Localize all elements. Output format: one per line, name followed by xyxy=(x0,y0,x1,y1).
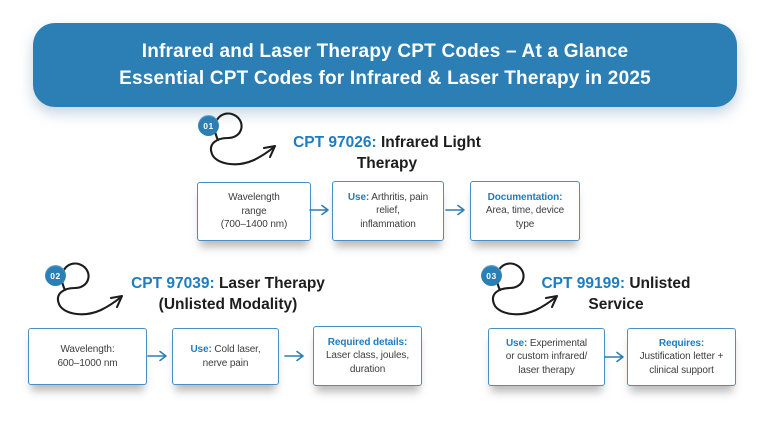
box-line: nerve pain xyxy=(202,357,249,369)
box-label: Use: xyxy=(347,191,370,203)
box-label: Documentation: xyxy=(487,191,563,203)
info-box-use-experimental: Use: Experimental or custom infrared/ la… xyxy=(488,328,605,386)
box-line: Use: Arthritis, pain xyxy=(348,191,428,205)
doodle-arrow-icon xyxy=(56,262,124,316)
box-label: Use: xyxy=(505,337,528,349)
section-number-badge: 02 xyxy=(45,265,66,286)
box-line: Wavelength xyxy=(228,192,280,204)
box-line: laser therapy xyxy=(518,364,575,376)
section-heading-line2: Service xyxy=(588,296,644,313)
box-line: type xyxy=(515,218,535,230)
flow-arrow-icon xyxy=(284,350,304,362)
header-title-line2: Essential CPT Codes for Infrared & Laser… xyxy=(119,67,651,89)
box-line: or custom infrared/ xyxy=(505,351,588,363)
section-number: 01 xyxy=(203,120,214,131)
cpt-code: CPT 97039: xyxy=(131,275,215,292)
info-box-use-cold-laser: Use: Cold laser, nerve pain xyxy=(172,328,279,385)
box-line: (700–1400 nm) xyxy=(220,219,288,231)
box-label: Requires: xyxy=(658,337,705,349)
box-line: inflammation xyxy=(360,218,416,230)
doodle-arrow-icon xyxy=(491,262,559,316)
box-line: Wavelength: xyxy=(60,344,115,355)
box-line: range xyxy=(241,205,267,217)
box-label: Use: xyxy=(190,344,212,355)
flow-arrow-icon xyxy=(604,351,624,363)
info-box-required-details: Required details: Laser class, joules, d… xyxy=(313,326,422,386)
section-heading: CPT 97039: Laser Therapy (Unlisted Modal… xyxy=(116,273,340,315)
doodle-arrow-icon xyxy=(209,112,277,166)
section-heading-line1: CPT 97026: Infrared Light xyxy=(282,132,492,153)
box-line: relief, xyxy=(376,205,400,217)
section-heading-line1: CPT 99199: Unlisted xyxy=(518,273,714,294)
box-line: 600–1000 nm xyxy=(57,357,118,369)
box-line: duration xyxy=(349,363,386,375)
section-number-badge: 03 xyxy=(481,265,502,286)
section-heading-line2: (Unlisted Modality) xyxy=(158,296,298,313)
section-heading: CPT 97026: Infrared Light Therapy xyxy=(282,132,492,174)
section-title: Laser Therapy xyxy=(218,275,325,292)
info-box-use-arthritis: Use: Arthritis, pain relief, inflammatio… xyxy=(332,181,444,241)
box-line-text: Arthritis, pain xyxy=(369,191,429,203)
box-line: Area, time, device xyxy=(485,205,565,217)
section-title: Unlisted xyxy=(629,275,691,292)
section-heading-line2: Therapy xyxy=(356,155,418,172)
info-box-wavelength: Wavelength: 600–1000 nm xyxy=(28,328,147,385)
info-box-documentation: Documentation: Area, time, device type xyxy=(470,181,580,241)
flow-arrow-icon xyxy=(445,204,465,216)
header-banner: Infrared and Laser Therapy CPT Codes – A… xyxy=(33,23,737,107)
section-number: 02 xyxy=(50,270,61,281)
box-line: Use: Experimental xyxy=(506,337,587,351)
flow-arrow-icon xyxy=(309,204,329,216)
section-heading: CPT 99199: Unlisted Service xyxy=(518,273,714,315)
section-heading-line1: CPT 97039: Laser Therapy xyxy=(116,273,340,294)
cpt-code: CPT 99199: xyxy=(541,275,626,292)
box-line: Use: Cold laser, xyxy=(190,343,260,357)
flow-arrow-icon xyxy=(147,350,167,362)
header-title-line1: Infrared and Laser Therapy CPT Codes – A… xyxy=(141,40,629,62)
info-box-requires: Requires: Justification letter + clinica… xyxy=(627,328,736,386)
box-line-text: Cold laser, xyxy=(211,344,261,355)
section-number-badge: 01 xyxy=(198,115,219,136)
box-line: Justification letter + xyxy=(639,351,724,363)
section-number: 03 xyxy=(486,270,497,281)
box-line-text: Experimental xyxy=(527,337,588,349)
box-line: Laser class, joules, xyxy=(325,350,410,362)
cpt-code: CPT 97026: xyxy=(293,134,377,151)
info-box-wavelength-range: Wavelength range (700–1400 nm) xyxy=(197,182,311,241)
box-line: clinical support xyxy=(649,364,714,376)
section-title: Infrared Light xyxy=(381,134,481,151)
box-label: Required details: xyxy=(327,336,408,348)
